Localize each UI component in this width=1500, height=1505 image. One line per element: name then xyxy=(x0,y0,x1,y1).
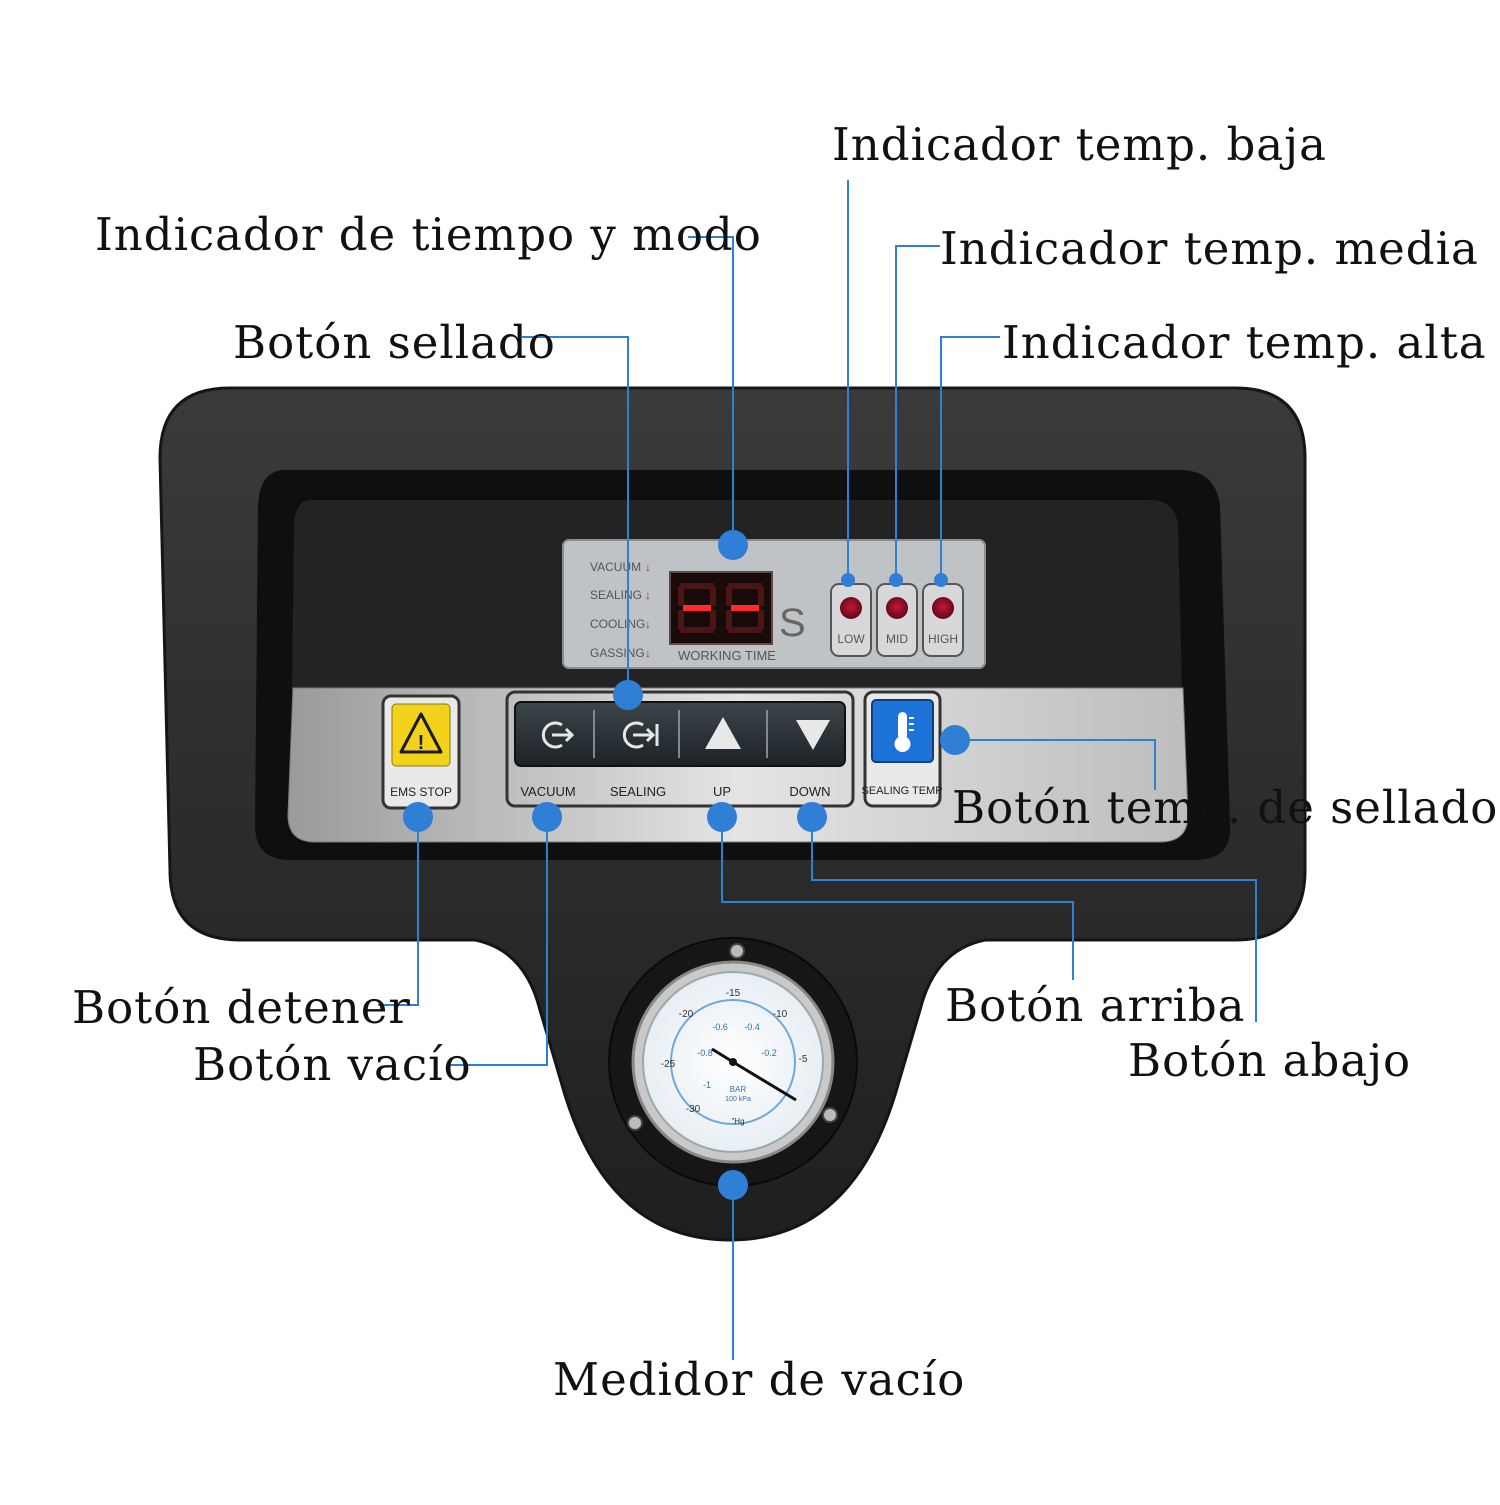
screw-left xyxy=(627,1115,643,1131)
temp-label-low: LOW xyxy=(837,632,865,646)
sealing-arrow-icon xyxy=(633,727,656,743)
gauge-outer-10: -10 xyxy=(773,1009,788,1020)
working-time-label: WORKING TIME xyxy=(678,648,776,663)
exclamation-icon: ! xyxy=(418,732,425,754)
vacuum-key-label: VACUUM xyxy=(520,784,575,799)
gauge-needle xyxy=(732,1060,797,1102)
led-digit-1 xyxy=(678,583,716,633)
sealing-key-label: SEALING xyxy=(610,784,666,799)
callout-stop-button: Botón detener xyxy=(72,981,411,1034)
callout-mode-time-indicator: Indicador de tiempo y modo xyxy=(95,208,762,261)
warning-icon xyxy=(399,712,443,754)
gauge-unit-kpa: 100 kPa xyxy=(725,1096,751,1103)
gauge-unit-bar: BAR xyxy=(730,1085,747,1094)
mode-label-vacuum: VACUUM xyxy=(590,560,641,574)
gauge-outer-20: -20 xyxy=(679,1009,694,1020)
gauge-outer-25: -25 xyxy=(661,1059,676,1070)
gauge-outer-30: -30 xyxy=(686,1104,701,1115)
callout-vacuum-gauge: Medidor de vacío xyxy=(553,1353,966,1406)
display-unit: S xyxy=(779,601,806,645)
temp-label-mid: MID xyxy=(886,632,908,646)
thermometer-icon xyxy=(894,712,914,752)
temp-led-mid xyxy=(886,597,908,619)
triangle-down-icon xyxy=(796,720,830,750)
ems-stop-label: EMS STOP xyxy=(390,785,452,799)
mode-label-gassing: GASSING xyxy=(590,646,645,660)
down-key[interactable] xyxy=(769,704,843,764)
gauge-inner-06: -0.6 xyxy=(712,1022,728,1032)
mode-led-sealing: ↓ xyxy=(645,588,651,602)
ems-stop-button[interactable]: ! EMS STOP xyxy=(381,694,461,810)
key-group: VACUUM SEALING UP DOWN xyxy=(505,690,855,808)
mode-led-vacuum: ↓ xyxy=(645,560,651,574)
gauge-pivot xyxy=(729,1058,737,1066)
gauge-inner-1: -1 xyxy=(703,1080,711,1090)
gauge-outer-15: -15 xyxy=(726,988,741,999)
mode-label-sealing: SEALING xyxy=(590,588,642,602)
temp-label-high: HIGH xyxy=(928,632,958,646)
vacuum-key[interactable] xyxy=(517,704,593,764)
screw-top xyxy=(729,943,745,959)
callout-up-button: Botón arriba xyxy=(945,979,1246,1032)
gauge-inner-02: -0.2 xyxy=(761,1048,777,1058)
gauge-needle-tail xyxy=(711,1047,734,1064)
screw-right xyxy=(822,1107,838,1123)
mode-led-gassing: ↓ xyxy=(645,646,651,660)
vacuum-icon xyxy=(541,721,563,749)
callout-seal-temp-button: Botón temp. de sellado xyxy=(952,781,1499,834)
sealing-temp-button[interactable]: SEALING TEMP xyxy=(861,690,943,808)
callout-temp-high: Indicador temp. alta xyxy=(1002,316,1487,369)
led-digit-2 xyxy=(726,583,764,633)
gauge-inner-08: -0.8 xyxy=(697,1048,713,1058)
mode-label-cooling: COOLING xyxy=(590,617,645,631)
callout-temp-low: Indicador temp. baja xyxy=(832,118,1327,171)
vacuum-arrow-icon xyxy=(552,727,575,743)
vacuum-gauge: -30 -25 -20 -15 -10 -5 -1 -0.8 -0.6 -0.4… xyxy=(608,937,858,1187)
gauge-outer-5: -5 xyxy=(799,1054,808,1065)
down-key-label: DOWN xyxy=(789,784,830,799)
mode-led-cooling: ↓ xyxy=(645,617,651,631)
gauge-unit-hg: "Hg xyxy=(731,1117,744,1126)
sealing-temp-label: SEALING TEMP xyxy=(861,785,942,797)
gauge-inner-04: -0.4 xyxy=(744,1022,760,1032)
up-key-label: UP xyxy=(713,784,731,799)
sealing-key[interactable] xyxy=(596,704,678,764)
sealing-icon xyxy=(622,721,644,749)
callout-temp-mid: Indicador temp. media xyxy=(940,222,1479,275)
callout-down-button: Botón abajo xyxy=(1128,1034,1412,1087)
temp-led-low xyxy=(840,597,862,619)
triangle-up-icon xyxy=(705,717,741,749)
callout-vacuum-button: Botón vacío xyxy=(193,1038,472,1091)
display-window: VACUUM SEALING COOLING GASSING ↓ ↓ ↓ ↓ S… xyxy=(562,539,986,669)
callout-seal-button: Botón sellado xyxy=(233,316,556,369)
up-key[interactable] xyxy=(681,704,765,764)
temp-led-high xyxy=(932,597,954,619)
